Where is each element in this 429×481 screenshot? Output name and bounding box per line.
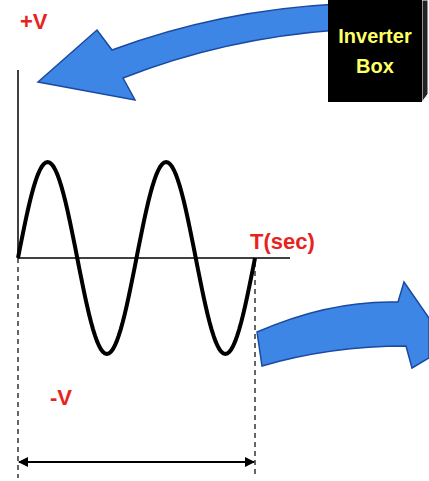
period-dashed-line — [17, 258, 18, 478]
inverter-box: Inverter Box — [328, 0, 422, 102]
box-side-face — [422, 0, 428, 102]
box-label: Inverter Box — [328, 21, 422, 81]
voltage-label: -V — [50, 386, 72, 410]
x-axis — [18, 257, 290, 259]
y-axis — [17, 70, 19, 258]
sine-wave — [18, 162, 255, 354]
flow-arrow — [257, 282, 429, 368]
period-dashed-line — [254, 262, 255, 478]
period-dimension-arrow — [19, 461, 254, 463]
voltage-label: +V — [20, 10, 48, 34]
flow-arrow — [38, 4, 338, 100]
axis-label: T(sec) — [250, 230, 315, 254]
